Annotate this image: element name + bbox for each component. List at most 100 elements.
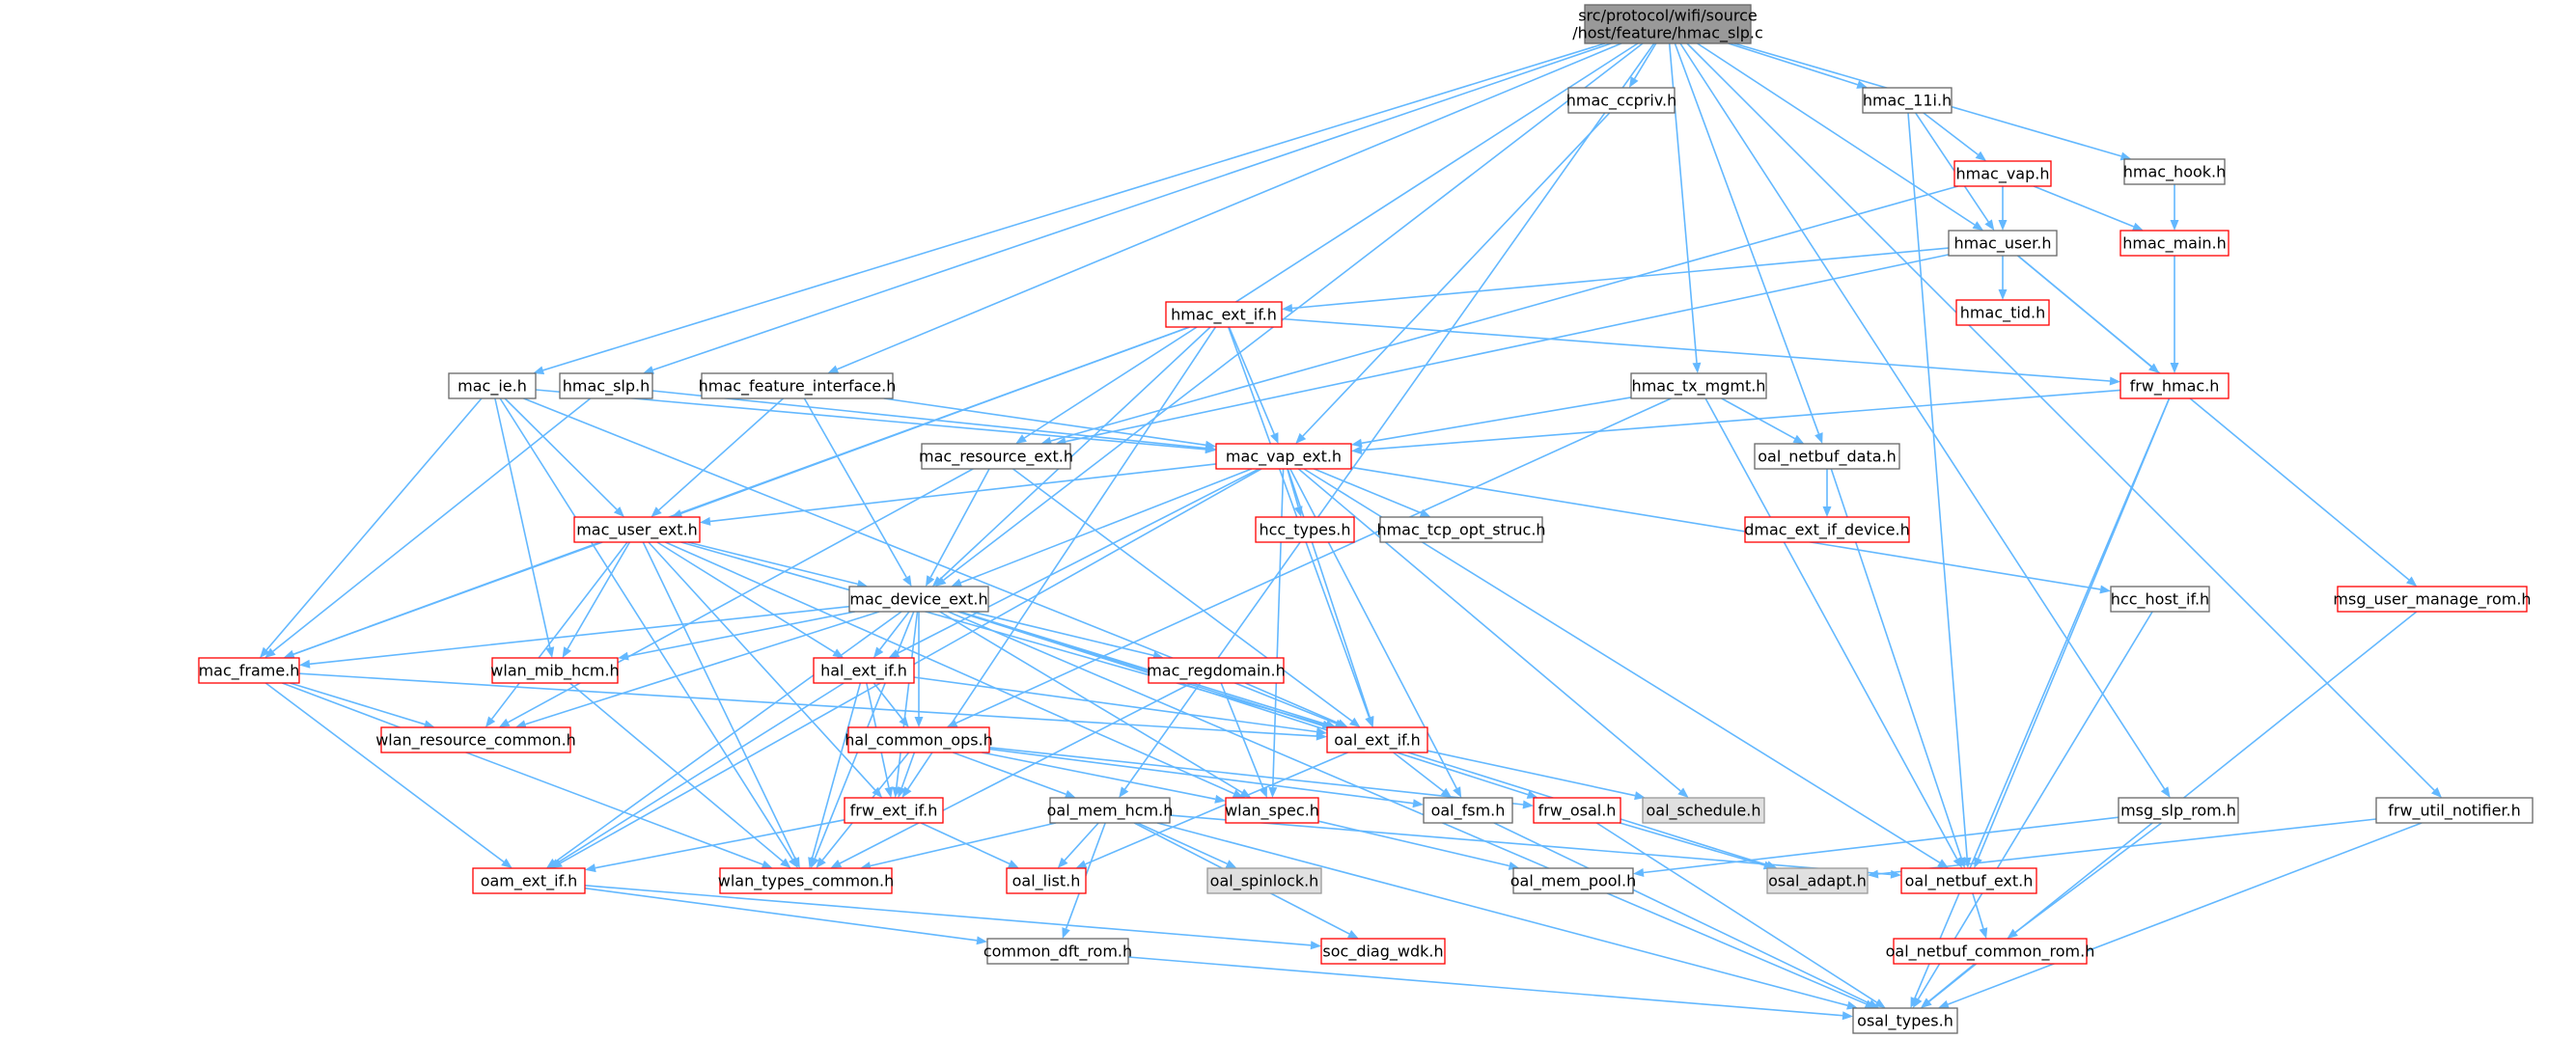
node-hmac-ccpriv[interactable]: hmac_ccpriv.h — [1566, 87, 1677, 114]
node-hcc-host-if[interactable]: hcc_host_if.h — [2110, 586, 2210, 613]
node-hmac-hook[interactable]: hmac_hook.h — [2123, 158, 2227, 185]
node-box — [2375, 797, 2534, 824]
node-mac-device-ext[interactable]: mac_device_ext.h — [848, 586, 989, 613]
edge-line — [264, 682, 505, 863]
node-mac-resource-ext[interactable]: mac_resource_ext.h — [919, 443, 1073, 470]
node-mac-regdomain[interactable]: mac_regdomain.h — [1147, 657, 1286, 684]
edge-arrowhead — [643, 366, 654, 374]
node-soc-diag-wdk[interactable]: soc_diag_wdk.h — [1320, 938, 1446, 965]
edge-line — [1674, 42, 1820, 434]
node-oal-schedule[interactable]: oal_schedule.h — [1642, 797, 1765, 824]
edge-mac_user_ext-to-mac_frame — [283, 541, 603, 659]
node-wlan-resource-common[interactable]: wlan_resource_common.h — [375, 726, 576, 753]
node-oal-list[interactable]: oal_list.h — [1006, 867, 1087, 894]
edge-line — [1947, 822, 2423, 1005]
node-label: hmac_ext_if.h — [1171, 306, 1277, 325]
edge-mac_ie-to-wlan_types_common — [499, 397, 798, 868]
node-box — [1948, 230, 2058, 257]
node-oal-fsm[interactable]: oal_fsm.h — [1423, 797, 1513, 824]
node-osal-types[interactable]: osal_types.h — [1852, 1007, 1958, 1034]
node-hmac-feature-interface[interactable]: hmac_feature_interface.h — [699, 372, 897, 399]
edge-arrowhead — [283, 650, 295, 659]
node-wlan-types-common[interactable]: wlan_types_common.h — [718, 867, 894, 894]
edge-mac_frame-to-wlan_resource_common — [290, 682, 435, 729]
node-frw-osal[interactable]: frw_osal.h — [1533, 797, 1621, 824]
node-dmac-ext-if-device[interactable]: dmac_ext_if_device.h — [1744, 516, 1910, 543]
node-wlan-mib-hcm[interactable]: wlan_mib_hcm.h — [490, 657, 620, 684]
node-hmac-tcp-opt-struc[interactable]: hmac_tcp_opt_struc.h — [1376, 516, 1546, 543]
edge-arrowhead — [501, 858, 512, 868]
edge-oal_netbuf_common_rom-to-osal_types — [1920, 963, 1976, 1008]
node-mac-vap-ext[interactable]: mac_vap_ext.h — [1215, 443, 1352, 470]
node-label: oal_netbuf_data.h — [1758, 448, 1897, 467]
node-msg-user-manage-rom[interactable]: msg_user_manage_rom.h — [2333, 586, 2532, 613]
node-label: hal_common_ops.h — [845, 731, 993, 751]
node-frw-hmac[interactable]: frw_hmac.h — [2119, 372, 2230, 399]
node-msg-slp-rom[interactable]: msg_slp_rom.h — [2118, 797, 2239, 824]
node-hmac-slp-h[interactable]: hmac_slp.h — [559, 372, 653, 399]
node-osal-adapt[interactable]: osal_adapt.h — [1766, 867, 1869, 894]
edge-line — [1023, 42, 1639, 439]
edge-arrowhead — [2007, 928, 2018, 939]
node-hmac-vap[interactable]: hmac_vap.h — [1953, 160, 2052, 187]
node-oal-netbuf-data[interactable]: oal_netbuf_data.h — [1754, 443, 1900, 470]
node-box — [448, 372, 537, 399]
node-hmac-tx-mgmt[interactable]: hmac_tx_mgmt.h — [1630, 372, 1767, 399]
edge-line — [1877, 818, 2377, 875]
node-label: mac_device_ext.h — [849, 590, 987, 610]
node-common-dft-rom[interactable]: common_dft_rom.h — [983, 938, 1132, 965]
edge-hmac_ext_if-to-mac_vap_ext — [1228, 326, 1279, 444]
node-label: hmac_tid.h — [1960, 304, 2045, 323]
edge-line — [1907, 112, 1968, 859]
edge-arrowhead — [914, 717, 924, 727]
node-mac-frame[interactable]: mac_frame.h — [198, 657, 300, 684]
edge-line — [1065, 254, 1950, 443]
node-oal-mem-hcm[interactable]: oal_mem_hcm.h — [1047, 797, 1174, 824]
node-frw-ext-if[interactable]: frw_ext_if.h — [844, 797, 944, 824]
node-hmac-ext-if[interactable]: hmac_ext_if.h — [1165, 301, 1283, 328]
node-oal-ext-if[interactable]: oal_ext_if.h — [1326, 726, 1428, 753]
node-hal-ext-if[interactable]: hal_ext_if.h — [813, 657, 915, 684]
node-oam-ext-if[interactable]: oam_ext_if.h — [472, 867, 586, 894]
node-box — [1206, 867, 1322, 894]
node-hmac-main[interactable]: hmac_main.h — [2119, 230, 2230, 257]
edge-arrowhead — [1268, 786, 1278, 798]
node-hmac-slp[interactable]: src/protocol/wifi/source/host/feature/hm… — [1572, 4, 1763, 44]
edge-line — [1302, 112, 1611, 437]
edge-hmac_ccpriv-to-mac_vap_ext — [1295, 112, 1611, 444]
node-box — [491, 657, 619, 684]
edge-arrowhead — [2431, 787, 2442, 798]
edge-hmac_slp-to-mac_device_ext — [934, 42, 1644, 587]
edge-arrowhead — [1633, 868, 1645, 877]
edge-arrowhead — [618, 651, 629, 661]
node-box — [1893, 938, 2088, 965]
edge-line — [1915, 112, 1989, 223]
node-wlan-spec[interactable]: wlan_spec.h — [1225, 797, 1319, 824]
node-mac-user-ext[interactable]: mac_user_ext.h — [573, 516, 701, 543]
node-hmac-tid[interactable]: hmac_tid.h — [1955, 299, 2050, 326]
node-label: wlan_mib_hcm.h — [490, 662, 619, 681]
edge-line — [265, 397, 483, 651]
node-hmac-user[interactable]: hmac_user.h — [1948, 230, 2058, 257]
edge-hal_common_ops-to-oal_fsm — [988, 748, 1424, 808]
edge-line — [883, 397, 1206, 447]
node-hmac-11i[interactable]: hmac_11i.h — [1862, 87, 1953, 114]
node-box — [1148, 657, 1285, 684]
node-label: frw_hmac.h — [2130, 377, 2220, 396]
node-hal-common-ops[interactable]: hal_common_ops.h — [845, 726, 993, 753]
edge-arrowhead — [1979, 927, 1988, 939]
node-box — [1320, 938, 1446, 965]
edge-oam_ext_if-to-common_dft_rom — [584, 887, 987, 945]
node-oal-spinlock[interactable]: oal_spinlock.h — [1206, 867, 1322, 894]
node-oal-mem-pool[interactable]: oal_mem_pool.h — [1510, 867, 1636, 894]
node-oal-netbuf-ext[interactable]: oal_netbuf_ext.h — [1900, 867, 2037, 894]
node-box — [1955, 299, 2050, 326]
node-mac-ie[interactable]: mac_ie.h — [448, 372, 537, 399]
node-oal-netbuf-common-rom[interactable]: oal_netbuf_common_rom.h — [1886, 938, 2095, 965]
edge-line — [290, 682, 426, 725]
node-hcc-types[interactable]: hcc_types.h — [1255, 516, 1355, 543]
edge-hmac_slp-to-mac_ie — [533, 42, 1606, 375]
edge-mac_frame-to-oam_ext_if — [264, 682, 512, 868]
edge-line — [542, 42, 1606, 371]
node-frw-util-notifier[interactable]: frw_util_notifier.h — [2375, 797, 2534, 824]
